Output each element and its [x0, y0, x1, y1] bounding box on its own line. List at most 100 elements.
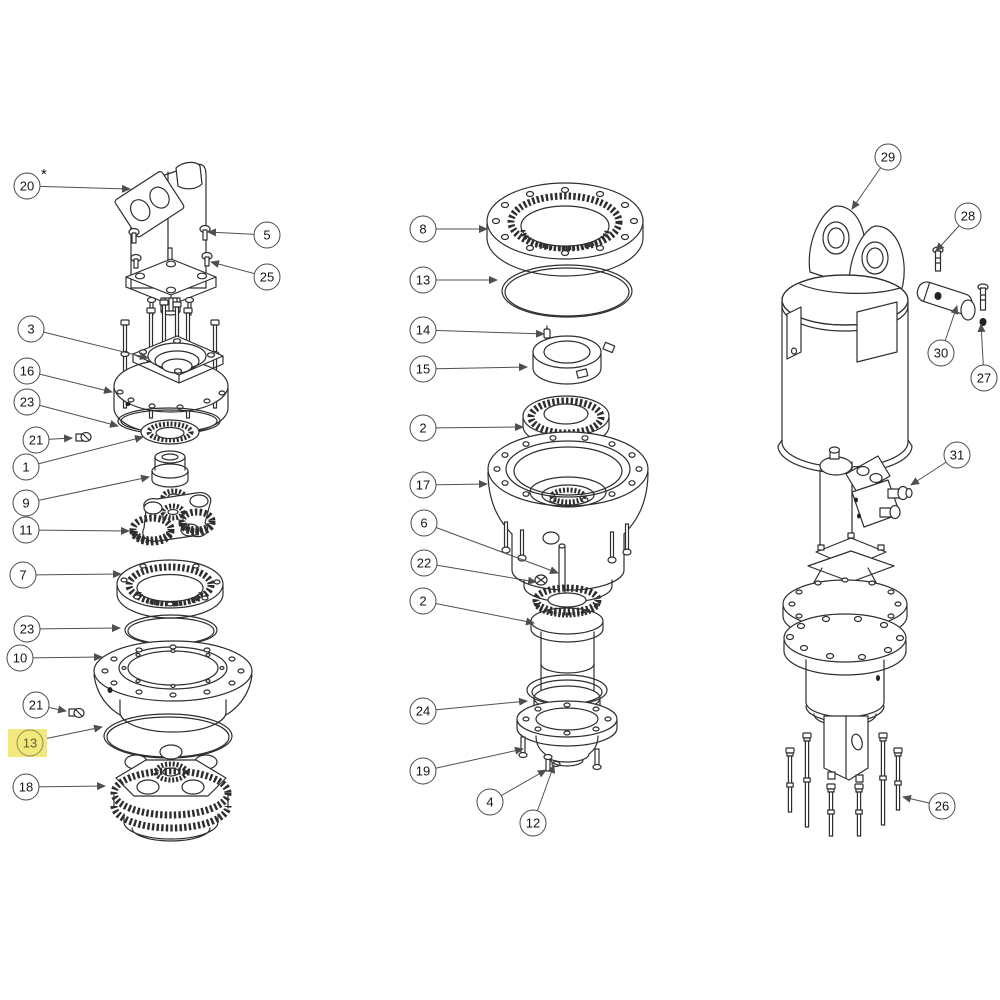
part-housing-17	[487, 431, 649, 605]
part-planet-carrier-11	[129, 488, 216, 546]
part-gearbox-cover-3	[132, 335, 224, 384]
callout-28[interactable]: 28	[954, 202, 982, 230]
callout-25[interactable]: 25	[253, 263, 281, 291]
callout-label: 2	[419, 593, 427, 609]
callout-label: 15	[415, 361, 431, 377]
callout-label: 14	[415, 322, 431, 338]
callout-label: 24	[415, 703, 431, 719]
callout-13-mid[interactable]: 13	[409, 266, 437, 294]
part-bolt-27	[977, 283, 989, 311]
callout-label: 30	[933, 345, 949, 361]
part-sleeve-9	[151, 450, 189, 488]
callout-13-highlighted[interactable]: 13	[16, 729, 44, 757]
part-cylinder-body-29	[777, 205, 913, 474]
callout-14[interactable]: 14	[409, 316, 437, 344]
part-plug-21-lower	[68, 707, 85, 719]
callout-1[interactable]: 1	[12, 453, 40, 481]
callout-21-upper[interactable]: 21	[22, 426, 50, 454]
callout-label: 22	[416, 555, 432, 571]
part-pin-30	[916, 281, 987, 326]
part-planet-carrier-18	[110, 744, 232, 842]
part-bell-housing-bottom	[535, 735, 599, 767]
callout-label: 4	[486, 794, 494, 810]
callout-label: 18	[18, 779, 34, 795]
callout-11[interactable]: 11	[12, 516, 40, 544]
part-bolt-4-washer-12	[543, 753, 561, 772]
part-swing-gearbox-right	[782, 577, 908, 783]
part-screw-22	[534, 574, 548, 586]
callout-label: 10	[12, 650, 28, 666]
part-ring-gear-7	[116, 559, 224, 619]
part-pin-14	[543, 325, 551, 339]
callout-label: 8	[419, 221, 427, 237]
part-coupling-and-bearing-2-lower	[530, 584, 604, 643]
callout-label: 1	[22, 459, 30, 475]
callout-10[interactable]: 10	[6, 644, 34, 672]
callout-label: 17	[415, 477, 431, 493]
callout-23-lower[interactable]: 23	[13, 615, 41, 643]
callout-15[interactable]: 15	[409, 355, 437, 383]
part-retainer-15	[532, 335, 616, 385]
callout-16[interactable]: 16	[13, 357, 41, 385]
part-oring-13-mid	[501, 264, 633, 318]
part-ring-gear-8	[486, 182, 644, 277]
callout-7[interactable]: 7	[9, 561, 37, 589]
callout-label: 6	[420, 515, 428, 531]
leader-lines	[19, 156, 986, 824]
callout-label: 3	[27, 321, 35, 337]
callout-26[interactable]: 26	[928, 792, 956, 820]
callout-29[interactable]: 29	[874, 143, 902, 171]
callout-label: 13	[22, 735, 38, 751]
callout-2-upper[interactable]: 2	[409, 414, 437, 442]
callout-18[interactable]: 18	[12, 773, 40, 801]
callout-label: 27	[976, 370, 992, 386]
callout-label: 7	[19, 567, 27, 583]
callout-label: 21	[28, 432, 44, 448]
part-bearing-1	[140, 419, 200, 445]
callout-30[interactable]: 30	[927, 339, 955, 367]
part-hydraulic-motor-20	[114, 161, 217, 316]
callout-17[interactable]: 17	[409, 471, 437, 499]
callout-label: 26	[934, 798, 950, 814]
callout-label: 16	[19, 363, 35, 379]
callout-label: 12	[525, 815, 541, 831]
callout-31[interactable]: 31	[943, 441, 971, 469]
callout-label: 31	[949, 447, 965, 463]
callout-label: 2	[419, 420, 427, 436]
part-pilot-motor-31	[807, 446, 913, 587]
callout-19[interactable]: 19	[409, 757, 437, 785]
callout-27[interactable]: 27	[970, 364, 998, 392]
callout-12[interactable]: 12	[519, 809, 547, 837]
callout-label: 11	[19, 522, 33, 538]
callout-6[interactable]: 6	[410, 509, 438, 537]
callout-9[interactable]: 9	[12, 489, 40, 517]
callout-label: 23	[19, 394, 35, 410]
callout-5[interactable]: 5	[253, 221, 281, 249]
part-retainer-plate-19	[516, 700, 618, 771]
callout-label: 21	[28, 697, 44, 713]
callout-label: 5	[263, 227, 271, 243]
part-bolt-28	[932, 246, 944, 272]
asterisk-note: *	[41, 166, 47, 183]
callout-20[interactable]: 20	[13, 172, 41, 200]
callout-label: 23	[19, 621, 35, 637]
callout-3[interactable]: 3	[17, 315, 45, 343]
part-plug-21-upper	[75, 431, 92, 443]
callout-label: 19	[415, 763, 431, 779]
callout-label: 25	[259, 269, 275, 285]
callout-label: 20	[19, 178, 35, 194]
callout-label: 29	[880, 149, 896, 165]
callout-23-upper[interactable]: 23	[13, 388, 41, 416]
callout-24[interactable]: 24	[409, 697, 437, 725]
callout-8[interactable]: 8	[409, 215, 437, 243]
callout-22[interactable]: 22	[410, 549, 438, 577]
callout-label: 13	[415, 272, 431, 288]
callout-label: 9	[22, 495, 30, 511]
callout-2-lower[interactable]: 2	[409, 587, 437, 615]
callout-4[interactable]: 4	[476, 788, 504, 816]
part-bearing-2-upper	[522, 395, 610, 447]
part-main-housing-10	[93, 640, 253, 733]
callout-21-lower[interactable]: 21	[22, 691, 50, 719]
